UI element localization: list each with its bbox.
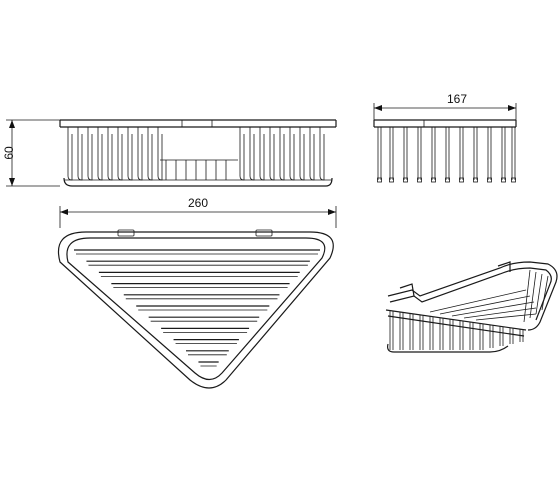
side-wire-end [389, 177, 394, 183]
width-dimension: 260 [59, 196, 337, 228]
front-wire [289, 127, 295, 181]
front-wire [319, 127, 325, 181]
front-wire [97, 127, 103, 181]
front-wire [279, 127, 285, 181]
front-wire [127, 127, 133, 181]
front-wire [67, 127, 73, 181]
side-wire-end [417, 177, 422, 183]
iso-wire [535, 273, 543, 315]
side-wire-end [431, 177, 436, 183]
front-wire [77, 127, 83, 181]
front-wire [157, 127, 163, 181]
depth-label: 167 [447, 92, 467, 106]
front-wire [309, 127, 315, 181]
side-wire-end [377, 177, 382, 183]
front-view [59, 119, 337, 187]
front-wire [107, 127, 113, 181]
front-wire [269, 127, 275, 181]
iso-wire [541, 275, 549, 311]
top-view [58, 229, 334, 389]
side-wire-end [403, 177, 408, 183]
side-wire-end [501, 177, 506, 183]
isometric-view [385, 261, 558, 353]
width-label: 260 [188, 196, 208, 210]
side-wire-end [473, 177, 478, 183]
front-wire [299, 127, 305, 181]
front-wire [147, 127, 153, 181]
height-label: 60 [2, 146, 16, 160]
iso-wire [523, 269, 531, 323]
side-view [373, 119, 517, 183]
side-wire-end [445, 177, 450, 183]
front-wire [239, 127, 245, 181]
front-wire [87, 127, 93, 181]
front-wire [249, 127, 255, 181]
side-wire-end [487, 177, 492, 183]
height-dimension: 60 [2, 119, 60, 187]
front-wire [259, 127, 265, 181]
iso-wire [529, 271, 537, 319]
side-wire-end [511, 177, 516, 183]
front-wire [137, 127, 143, 181]
front-wire [117, 127, 123, 181]
depth-dimension: 167 [373, 92, 517, 120]
side-wire-end [459, 177, 464, 183]
